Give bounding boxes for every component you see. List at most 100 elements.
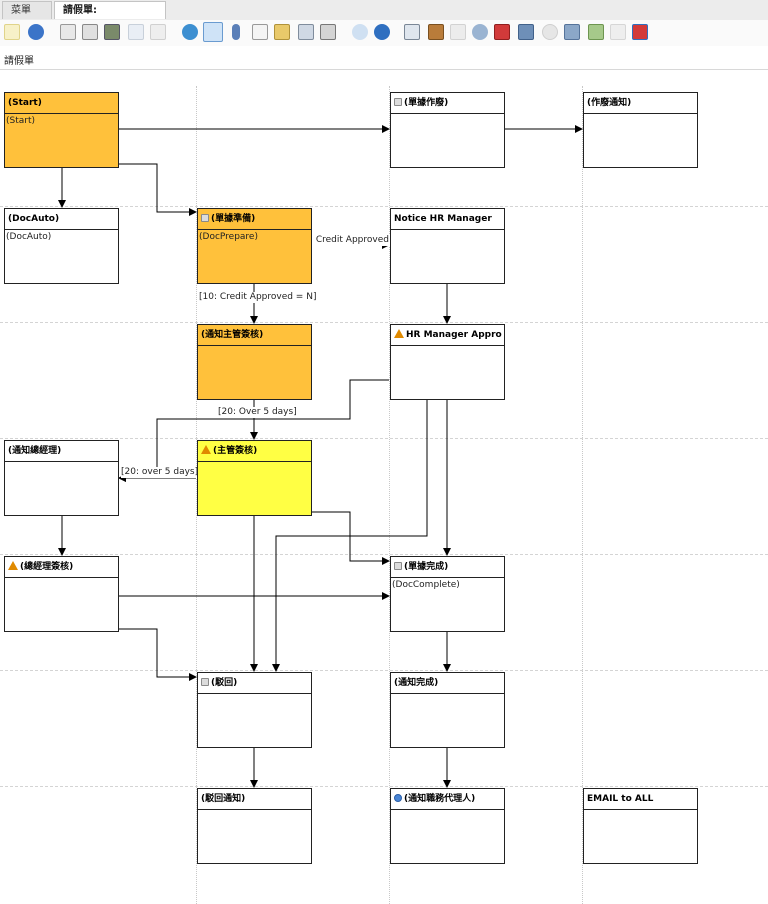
node-subtitle: (DocAuto) xyxy=(6,232,52,242)
request-icon[interactable] xyxy=(494,24,510,40)
grid-row-line xyxy=(0,554,768,555)
zoom-across-icon[interactable] xyxy=(472,24,488,40)
node-title: (駁回) xyxy=(211,678,238,688)
grid-column-line xyxy=(389,86,390,904)
node-header: (總經理簽核) xyxy=(5,557,118,578)
node-notify-done[interactable]: (通知完成) xyxy=(390,672,505,748)
find-icon[interactable] xyxy=(203,22,223,42)
archive-icon[interactable] xyxy=(428,24,444,40)
edge-label-credit-approved-n: [10: Credit Approved = N] xyxy=(199,292,317,303)
node-title: (主管簽核) xyxy=(213,446,258,456)
chat-icon[interactable] xyxy=(252,24,268,40)
ignore-icon[interactable] xyxy=(150,24,166,40)
doc-icon xyxy=(394,98,402,106)
node-subtitle: (Start) xyxy=(6,116,36,126)
warning-icon xyxy=(394,329,404,338)
detail-icon[interactable] xyxy=(320,24,336,40)
history-icon[interactable] xyxy=(274,24,290,40)
node-title: (總經理簽核) xyxy=(20,562,74,572)
node-title: (通知主管簽核) xyxy=(198,325,311,346)
node-title: HR Manager Appro xyxy=(406,330,502,340)
node-notify-agent[interactable]: (通知職務代理人) xyxy=(390,788,505,864)
export-icon[interactable] xyxy=(610,24,626,40)
next-record-icon[interactable] xyxy=(374,24,390,40)
doc-icon xyxy=(201,678,209,686)
attachment-icon[interactable] xyxy=(232,24,240,40)
node-header: HR Manager Appro xyxy=(391,325,504,346)
node-subtitle: (DocComplete) xyxy=(392,580,460,590)
edge-start-docprepare xyxy=(119,163,197,216)
grid-toggle-icon[interactable] xyxy=(298,24,314,40)
node-start[interactable]: (Start) (Start) xyxy=(4,92,119,168)
page-title: 請假單 xyxy=(4,56,34,67)
toolbar xyxy=(0,20,768,46)
node-notice-hr[interactable]: Notice HR Manager xyxy=(390,208,505,284)
node-notify-void[interactable]: (作廢通知) xyxy=(583,92,698,168)
node-title: (單據作廢) xyxy=(404,98,449,108)
grid-column-line xyxy=(582,86,583,904)
node-notify-mgr[interactable]: (通知主管簽核) xyxy=(197,324,312,400)
grid-row-line xyxy=(0,206,768,207)
node-title: (單據準備) xyxy=(211,214,256,224)
workflow-icon[interactable] xyxy=(518,24,534,40)
print-icon[interactable] xyxy=(450,24,466,40)
edge-hr-approve-reject xyxy=(272,400,428,672)
report-icon[interactable] xyxy=(404,24,420,40)
grid-row-line xyxy=(0,670,768,671)
product-info-icon[interactable] xyxy=(564,24,580,40)
node-header: (單據完成) xyxy=(391,557,504,578)
node-subtitle: (DocPrepare) xyxy=(199,232,258,242)
node-title: (通知完成) xyxy=(391,673,504,694)
node-title: (單據完成) xyxy=(404,562,449,572)
edge-label-credit-approved-y: [20: Credit Approved = Y] xyxy=(295,235,412,246)
node-header: (單據準備) xyxy=(198,209,311,230)
edge-label-over-5-days: [20: Over 5 days] xyxy=(218,407,297,418)
node-email-all[interactable]: EMAIL to ALL xyxy=(583,788,698,864)
node-notify-reject[interactable]: (駁回通知) xyxy=(197,788,312,864)
node-title: (作廢通知) xyxy=(584,93,697,114)
node-title: Notice HR Manager xyxy=(391,209,504,230)
refresh-icon[interactable] xyxy=(182,24,198,40)
workflow-status-icon[interactable] xyxy=(632,24,648,40)
node-header: (駁回) xyxy=(198,673,311,694)
copy-record-icon[interactable] xyxy=(82,24,98,40)
save-icon[interactable] xyxy=(128,24,144,40)
warning-icon xyxy=(8,561,18,570)
node-void[interactable]: (單據作廢) xyxy=(390,92,505,168)
node-reject[interactable]: (駁回) xyxy=(197,672,312,748)
grid-row-line xyxy=(0,322,768,323)
edge-gm-approve-reject xyxy=(119,628,197,681)
grid-row-line xyxy=(0,438,768,439)
node-title: (通知總經理) xyxy=(5,441,118,462)
previous-record-icon[interactable] xyxy=(352,24,368,40)
node-title: (駁回通知) xyxy=(198,789,311,810)
grid-row-line xyxy=(0,786,768,787)
grid-column-line xyxy=(196,86,197,904)
node-header: (主管簽核) xyxy=(198,441,311,462)
warning-icon xyxy=(201,445,211,454)
node-complete[interactable]: (單據完成) (DocComplete) xyxy=(390,556,505,632)
node-docprepare[interactable]: (單據準備) (DocPrepare) xyxy=(197,208,312,284)
gear-icon xyxy=(394,794,402,802)
delete-record-icon[interactable] xyxy=(104,24,120,40)
doc-icon xyxy=(201,214,209,222)
new-record-icon[interactable] xyxy=(60,24,76,40)
node-notify-gm[interactable]: (通知總經理) xyxy=(4,440,119,516)
process-icon[interactable] xyxy=(542,24,558,40)
node-title: (DocAuto) xyxy=(5,209,118,230)
lightbulb-icon[interactable] xyxy=(4,24,20,40)
doc-icon xyxy=(394,562,402,570)
node-mgr-approve[interactable]: (主管簽核) xyxy=(197,440,312,516)
edge-mgr-approve-complete xyxy=(312,511,390,565)
node-header: (通知職務代理人) xyxy=(391,789,504,810)
node-title: (Start) xyxy=(5,93,118,114)
import-icon[interactable] xyxy=(588,24,604,40)
node-title: EMAIL to ALL xyxy=(584,789,697,810)
node-title: (通知職務代理人) xyxy=(404,794,476,804)
help-icon[interactable] xyxy=(28,24,44,40)
node-header: (單據作廢) xyxy=(391,93,504,114)
node-hr-approve[interactable]: HR Manager Appro xyxy=(390,324,505,400)
node-gm-approve[interactable]: (總經理簽核) xyxy=(4,556,119,632)
edge-label-over-5-days-lower: [20: over 5 days] xyxy=(121,467,199,478)
node-docauto[interactable]: (DocAuto) (DocAuto) xyxy=(4,208,119,284)
